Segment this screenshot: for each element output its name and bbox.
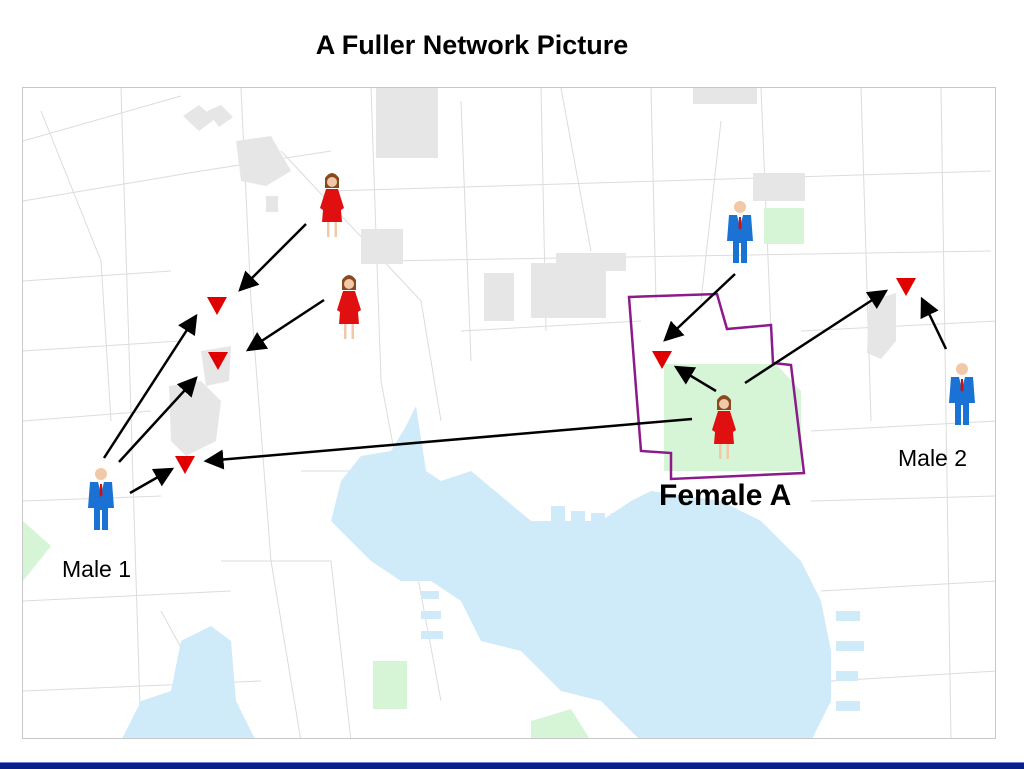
female-a-boundary: [627, 292, 806, 481]
connection-arrows: [102, 223, 948, 495]
female-figure-icon: [712, 395, 736, 459]
arrow: [102, 313, 198, 459]
male-figure-icon: [949, 363, 975, 425]
footer-bar: [0, 762, 1024, 769]
female-figures: [320, 173, 736, 459]
arrow: [129, 467, 175, 495]
male-figure-icon: [727, 201, 753, 263]
arrow: [663, 273, 736, 342]
harbor-water: [122, 406, 864, 738]
red-triangle-marker-icon: [175, 456, 195, 474]
arrow: [238, 223, 307, 292]
location-markers: [175, 278, 916, 474]
male-figures: [88, 201, 975, 530]
female-a-label: Female A: [659, 479, 792, 512]
arrow: [203, 417, 693, 470]
red-triangle-marker-icon: [896, 278, 916, 296]
male-2-label: Male 2: [898, 445, 968, 471]
street-map: [23, 88, 995, 738]
male-figure-icon: [88, 468, 114, 530]
arrow: [744, 289, 889, 385]
slide-title: A Fuller Network Picture: [315, 30, 629, 60]
red-triangle-marker-icon: [207, 297, 227, 315]
red-triangle-marker-icon: [652, 351, 672, 369]
street-lines: [23, 88, 995, 738]
arrow: [245, 298, 325, 352]
female-figure-icon: [337, 275, 361, 339]
female-figure-icon: [320, 173, 344, 237]
arrow: [118, 376, 198, 463]
buildings: [169, 88, 896, 456]
male-1-label: Male 1: [62, 556, 132, 582]
map-frame: [22, 87, 996, 739]
arrow: [920, 296, 948, 350]
red-triangle-marker-icon: [208, 352, 228, 370]
arrow: [673, 365, 717, 393]
